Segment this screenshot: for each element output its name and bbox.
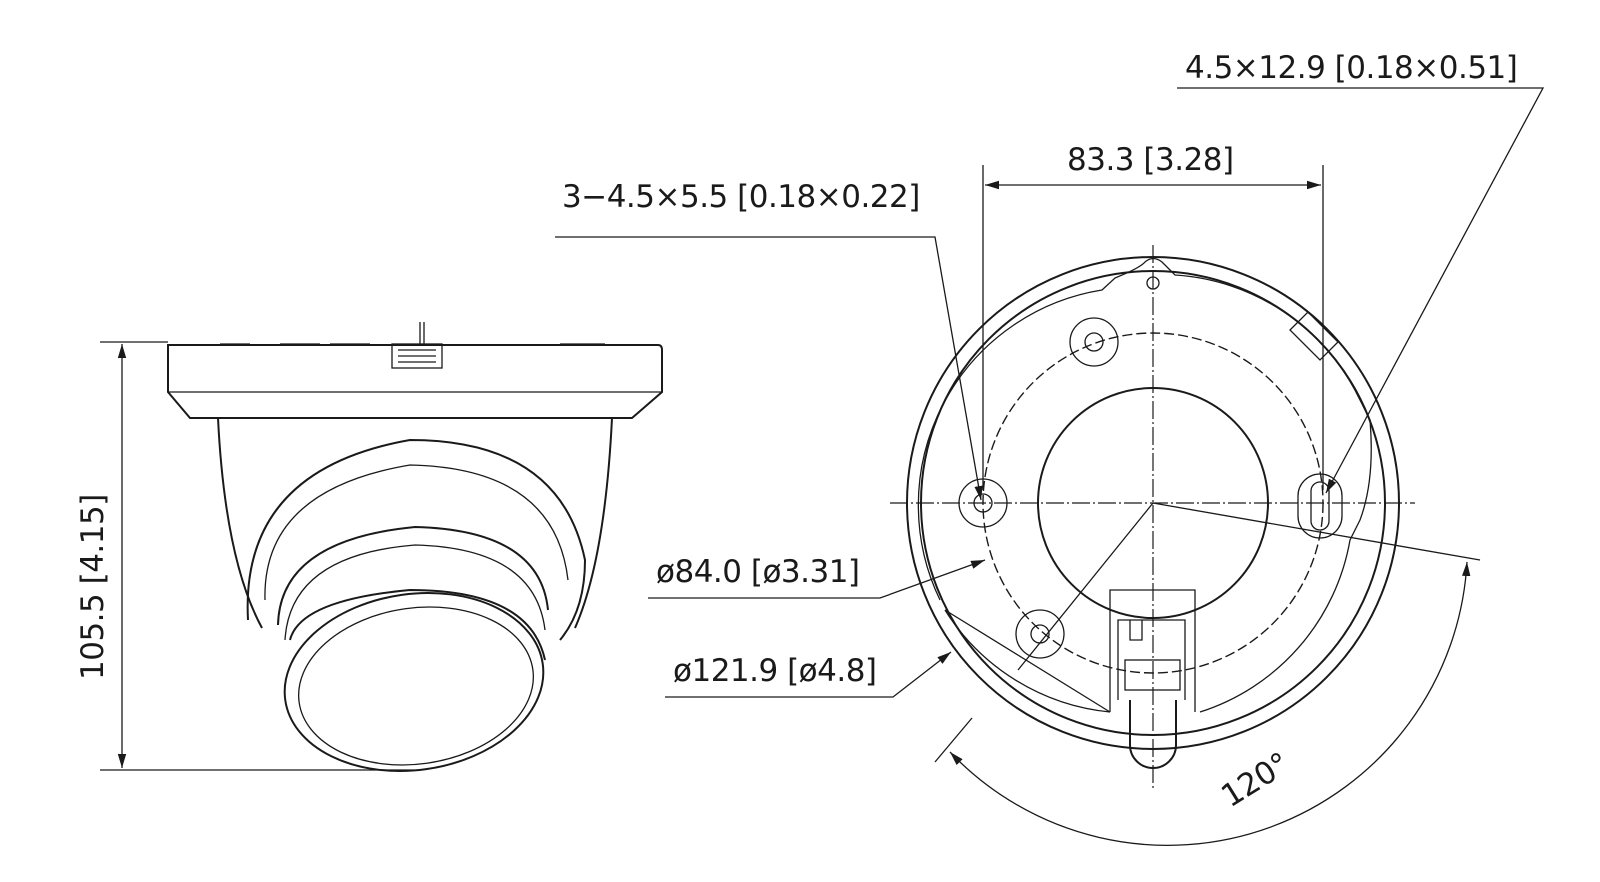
dome-housing <box>217 417 613 629</box>
mount-plate <box>917 257 1372 713</box>
height-label: 105.5 [4.15] <box>75 494 111 680</box>
side-view: 105.5 [4.15] <box>75 322 663 773</box>
mount-hole-top <box>1069 317 1119 367</box>
hole-spacing-label: 83.3 [3.28] <box>1067 142 1234 178</box>
dome-ball <box>246 438 587 641</box>
mount-hole-bottom <box>1015 609 1065 659</box>
lens <box>283 588 546 773</box>
angle-arc <box>949 561 1471 846</box>
mount-holes-label: 3−4.5×5.5 [0.18×0.22] <box>562 179 920 215</box>
cable-clip <box>391 322 443 369</box>
slot-size-label: 4.5×12.9 [0.18×0.51] <box>1185 50 1517 86</box>
mount-slot-right <box>1297 473 1343 539</box>
mount-base <box>167 344 663 419</box>
base-diameter-label: ø121.9 [ø4.8] <box>673 653 877 689</box>
angle-label: 120° <box>1215 746 1296 815</box>
hole-circle-label: ø84.0 [ø3.31] <box>656 554 860 590</box>
bottom-view: 83.3 [3.28] 3−4.5×5.5 [0.18×0.22] 4.5×12… <box>555 50 1545 846</box>
